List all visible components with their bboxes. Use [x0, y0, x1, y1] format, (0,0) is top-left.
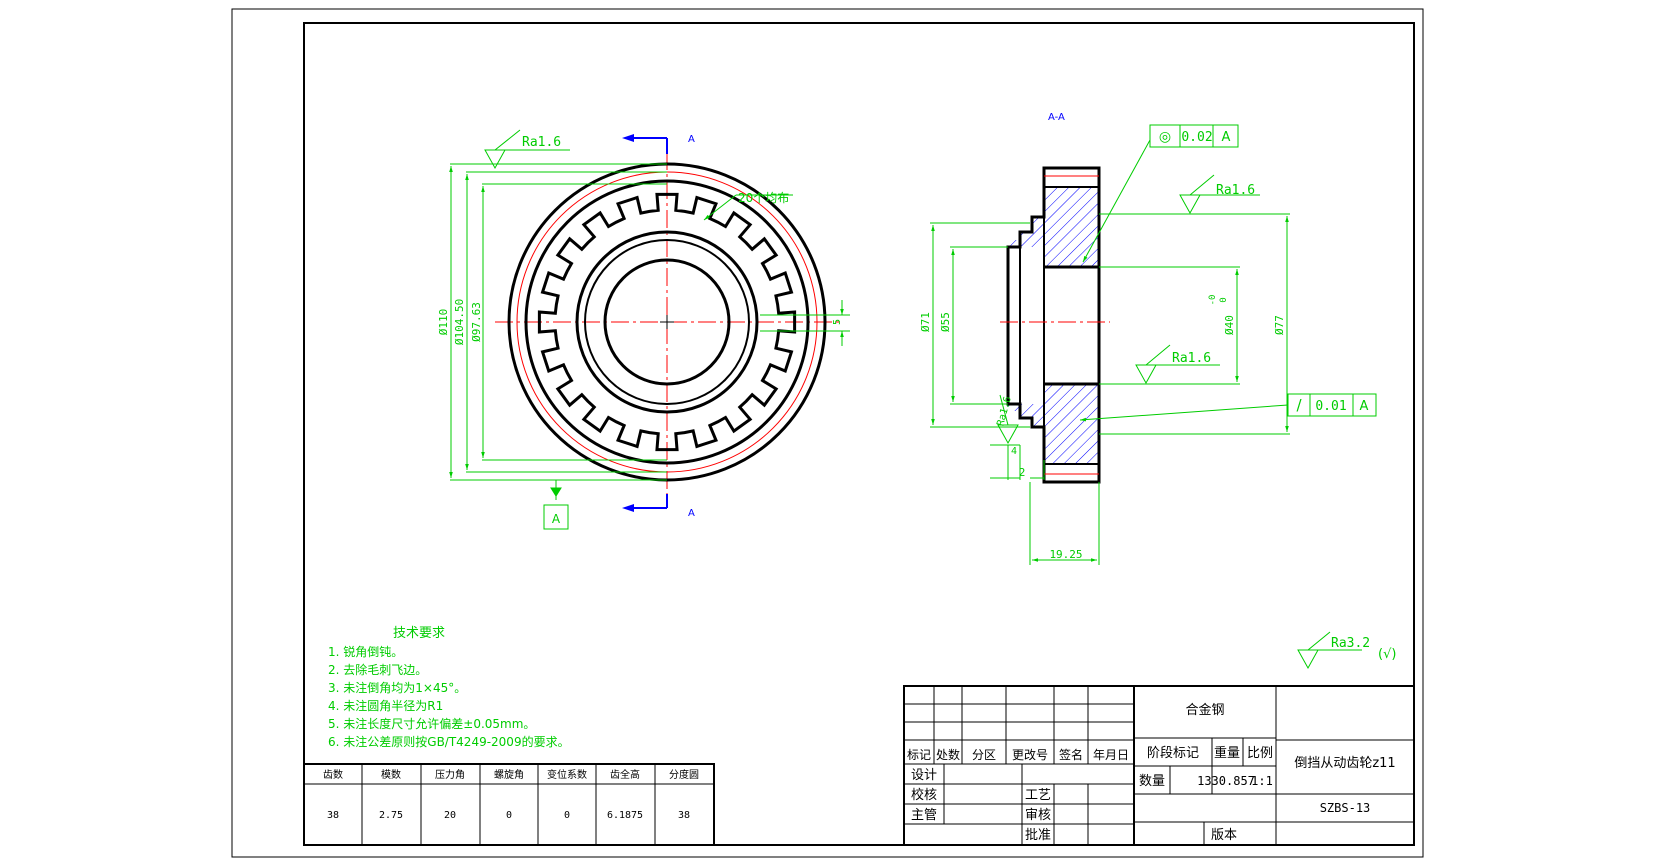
coaxiality-value: 0.02: [1181, 130, 1212, 145]
design-label: 设计: [911, 768, 937, 783]
section-top-hatch: [1044, 187, 1099, 267]
approve-label: 批准: [1025, 828, 1051, 843]
check-label: 校核: [911, 787, 937, 803]
param-header: 分度圆: [669, 768, 699, 781]
param-header: 螺旋角: [494, 768, 524, 781]
param-value: 6.1875: [607, 810, 643, 821]
section-letter-top: A: [688, 134, 695, 145]
runout-symbol: /: [1296, 396, 1302, 414]
gear-rim-inner-circle: [524, 179, 810, 465]
general-roughness-suffix: (√): [1378, 647, 1396, 662]
scale-label: 比例: [1247, 746, 1273, 761]
weight-label: 重量: [1214, 745, 1240, 761]
scale-value: 1:1: [1251, 774, 1273, 788]
hub-mid-circle: [584, 239, 750, 405]
general-roughness-value: Ra3.2: [1331, 636, 1370, 651]
rev-header: 标记: [907, 748, 931, 762]
dim-second-diameter: Ø104.50: [453, 299, 466, 345]
dim-2: 2: [1019, 466, 1026, 479]
dim-width: 19.25: [1049, 548, 1082, 561]
param-header: 齿全高: [610, 768, 640, 781]
tech-item: 4. 未注圆角半径为R1: [328, 698, 443, 713]
spline-teeth-profile: [537, 192, 797, 452]
section-dimensions: [930, 124, 1377, 565]
dim-77: Ø77: [1273, 315, 1286, 335]
param-value: 2.75: [379, 810, 403, 821]
tech-item: 1. 锐角倒钝。: [328, 645, 403, 659]
runout-datum: A: [1360, 399, 1369, 414]
sheet-inner-border: [303, 22, 1415, 846]
param-header: 模数: [381, 768, 401, 781]
rev-header: 更改号: [1012, 748, 1048, 762]
gear-section-view: [1000, 166, 1110, 484]
dim-4: 4: [1011, 446, 1017, 457]
param-value: 38: [678, 810, 690, 821]
review-label: 审核: [1025, 808, 1051, 823]
roughness-top: Ra1.6: [1216, 183, 1255, 198]
gear-param-table: [303, 763, 715, 846]
coaxiality-datum: A: [1222, 130, 1231, 145]
process-label: 工艺: [1025, 788, 1051, 803]
tech-item: 3. 未注倒角均为1×45°。: [328, 680, 466, 695]
rev-header: 分区: [972, 748, 996, 762]
section-bottom-hatch: [1044, 384, 1099, 464]
tech-requirements: 技术要求 1. 锐角倒钝。 2. 去除毛刺飞边。 3. 未注倒角均为1×45°。…: [328, 626, 570, 749]
teeth-count-note: 20个均布: [738, 191, 789, 205]
title-block-grid: [903, 685, 1415, 846]
section-letter-bottom: A: [688, 508, 695, 519]
param-value: 0: [564, 810, 570, 821]
general-roughness-symbol: [1297, 631, 1362, 670]
part-name: 倒挡从动齿轮z11: [1294, 756, 1395, 771]
datum-a-label: A: [552, 512, 561, 526]
dim-40-tol-upper: 0: [1219, 297, 1229, 302]
material: 合金钢: [1185, 702, 1224, 718]
section-title: A-A: [1048, 112, 1065, 123]
param-header: 齿数: [323, 768, 343, 781]
rev-header: 签名: [1059, 747, 1083, 762]
param-header: 压力角: [435, 768, 465, 781]
sheet-outer-border: [231, 8, 1424, 858]
roughness-side: Ra1.6: [995, 395, 1013, 427]
dim-third-diameter: Ø97.63: [470, 302, 483, 342]
stage-mark-label: 阶段标记: [1147, 746, 1199, 761]
section-cut-marker-top: [622, 134, 668, 154]
drawing-number: SZBS-13: [1320, 801, 1371, 815]
section-cut-marker-bottom: [622, 494, 668, 512]
section-bottom-flange-hatch: [1008, 404, 1044, 427]
rev-header: 年月日: [1093, 748, 1129, 762]
dim-71: Ø71: [919, 312, 932, 332]
runout-value: 0.01: [1315, 399, 1346, 414]
chief-label: 主管: [911, 808, 937, 823]
coaxiality-symbol: ◎: [1159, 129, 1171, 145]
dim-55: Ø55: [939, 312, 952, 332]
tech-item: 2. 去除毛刺飞边。: [328, 662, 427, 677]
tech-item: 5. 未注长度尺寸允许偏差±0.05mm。: [328, 716, 535, 731]
param-value: 20: [444, 810, 456, 821]
param-value: 38: [327, 810, 339, 821]
tech-item: 6. 未注公差原则按GB/T4249-2009的要求。: [328, 734, 570, 749]
gear-param-headers: 齿数 模数 压力角 螺旋角 变位系数 齿全高 分度圆: [323, 768, 699, 781]
quantity-label: 数量: [1139, 774, 1165, 789]
rev-header: 处数: [936, 747, 960, 762]
dim-outer-diameter: Ø110: [437, 309, 450, 336]
dim-40-tol-lower: -0: [1208, 295, 1218, 306]
param-value: 0: [506, 810, 512, 821]
roughness-bore: Ra1.6: [1172, 351, 1211, 366]
dim-40: Ø40: [1223, 315, 1236, 335]
roughness-front: Ra1.6: [522, 135, 561, 150]
bore-circle: [603, 258, 731, 386]
gear-param-values: 38 2.75 20 0 0 6.1875 38: [327, 810, 690, 821]
front-dimensions: [449, 129, 850, 530]
hub-outer-circle: [575, 230, 759, 414]
tech-title: 技术要求: [393, 626, 445, 641]
dim-tooth-width: 5: [832, 319, 843, 325]
version-label: 版本: [1211, 828, 1237, 843]
weight-value: 1330.857: [1197, 774, 1255, 788]
title-block-text: 合金钢 倒挡从动齿轮z11 SZBS-13 标记 处数 分区 更改号 签名 年月…: [907, 702, 1396, 843]
param-header: 变位系数: [547, 768, 587, 781]
